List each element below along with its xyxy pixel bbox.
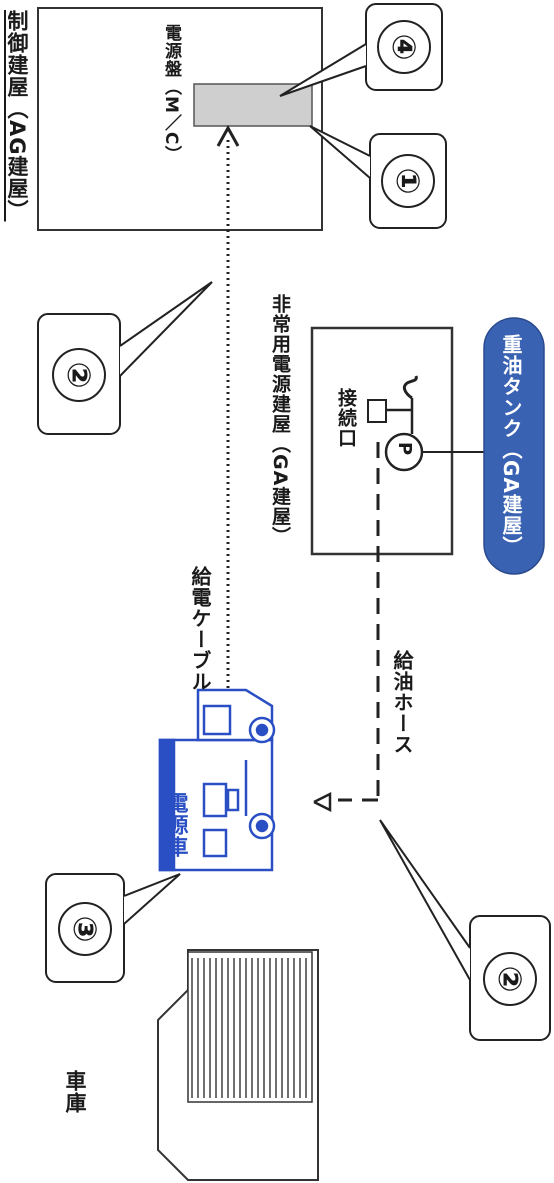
fuel-tank-label: 重油タンク（GA建屋） bbox=[499, 334, 523, 557]
control-building-label: 制御建屋（AG建屋） bbox=[5, 10, 29, 222]
callout-1 bbox=[309, 125, 447, 229]
connection-port-label: 接続口 bbox=[335, 388, 357, 448]
callout-1-number: ① bbox=[381, 154, 435, 208]
power-vehicle-label: 電源車 bbox=[165, 792, 189, 858]
emergency-building-label: 非常用電源建屋（GA建屋） bbox=[269, 294, 291, 547]
cable-arrowhead bbox=[216, 124, 240, 147]
callout-3-number: ③ bbox=[58, 902, 112, 956]
callout-2-hose bbox=[379, 819, 551, 1041]
callout-4 bbox=[279, 3, 443, 97]
power-panel-label: 電源盤（M／C） bbox=[161, 24, 181, 164]
emergency-power-building bbox=[310, 326, 454, 556]
power-vehicle bbox=[158, 688, 276, 872]
callout-3 bbox=[45, 873, 181, 983]
callout-2-cable bbox=[37, 281, 213, 435]
garage-label: 車庫 bbox=[63, 1070, 87, 1114]
garage bbox=[157, 949, 319, 1181]
callout-4-number: ④ bbox=[377, 20, 431, 74]
callout-2-cable-number: ② bbox=[52, 348, 106, 402]
pump-label: P bbox=[394, 442, 415, 457]
connection-port bbox=[367, 399, 387, 423]
callout-2-hose-number: ② bbox=[483, 952, 537, 1006]
fuel-hose-label: 給油ホース bbox=[390, 650, 414, 755]
hose-arrowhead bbox=[313, 791, 332, 813]
power-cable-label: 給電ケーブル bbox=[188, 566, 212, 692]
fuel-tank bbox=[483, 317, 545, 575]
